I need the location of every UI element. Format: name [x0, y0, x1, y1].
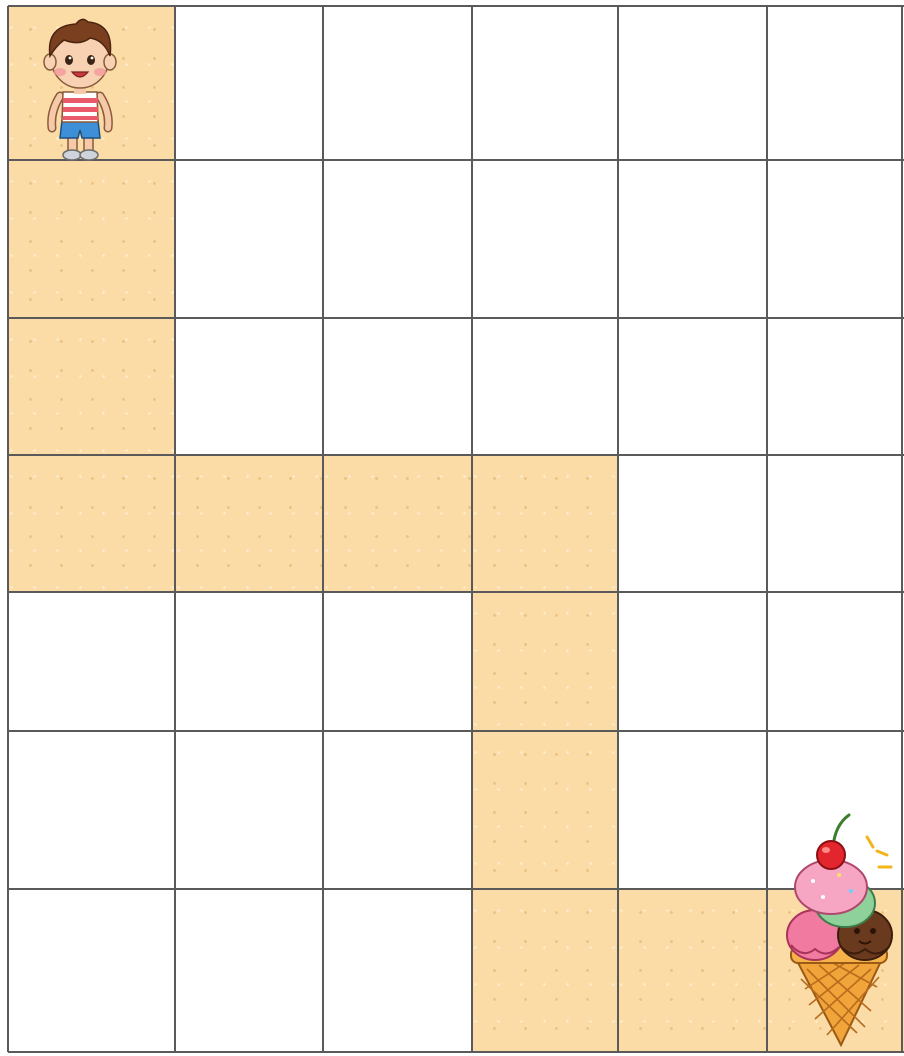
maze-cell[interactable]: [323, 318, 472, 455]
grid-line-vertical: [7, 6, 9, 1052]
maze-cell[interactable]: [175, 731, 323, 889]
maze-path-cell[interactable]: [472, 889, 618, 1052]
grid-line-vertical: [766, 6, 768, 1052]
maze-cell[interactable]: [175, 318, 323, 455]
maze-cell[interactable]: [175, 160, 323, 318]
maze-path-cell[interactable]: [175, 455, 323, 592]
grid-line-horizontal: [8, 454, 904, 456]
maze-path-cell[interactable]: [472, 592, 618, 731]
maze-cell[interactable]: [323, 160, 472, 318]
maze-path-cell[interactable]: [472, 731, 618, 889]
grid-line-vertical: [322, 6, 324, 1052]
maze-cell[interactable]: [323, 731, 472, 889]
maze-cell[interactable]: [618, 592, 767, 731]
maze-cell[interactable]: [323, 889, 472, 1052]
maze-cell[interactable]: [472, 160, 618, 318]
maze-cell[interactable]: [8, 592, 175, 731]
grid-line-vertical: [617, 6, 619, 1052]
maze-cell[interactable]: [175, 592, 323, 731]
grid-line-vertical: [471, 6, 473, 1052]
grid-line-horizontal: [8, 730, 904, 732]
maze-path-cell[interactable]: [618, 889, 767, 1052]
maze-cell[interactable]: [8, 889, 175, 1052]
maze-cell[interactable]: [767, 160, 904, 318]
maze-path-cell[interactable]: [8, 160, 175, 318]
maze-cell[interactable]: [618, 455, 767, 592]
grid-line-horizontal: [8, 317, 904, 319]
maze-cell[interactable]: [8, 731, 175, 889]
maze-cell[interactable]: [472, 318, 618, 455]
maze-cell[interactable]: [618, 318, 767, 455]
grid-line-horizontal: [8, 5, 904, 7]
grid-line-horizontal: [8, 1051, 904, 1053]
maze-cell[interactable]: [323, 592, 472, 731]
ice-cream-cone-icon[interactable]: [779, 807, 904, 1052]
maze-cell[interactable]: [767, 318, 904, 455]
maze-path-cell[interactable]: [472, 455, 618, 592]
maze-cell[interactable]: [767, 6, 904, 160]
maze-cell[interactable]: [618, 160, 767, 318]
maze-cell[interactable]: [618, 731, 767, 889]
maze-path-cell[interactable]: [8, 318, 175, 455]
grid-line-horizontal: [8, 159, 904, 161]
maze-cell[interactable]: [767, 592, 904, 731]
maze-path-cell[interactable]: [323, 455, 472, 592]
boy-character-icon[interactable]: [30, 12, 130, 162]
grid-line-vertical: [174, 6, 176, 1052]
maze-path-cell[interactable]: [8, 455, 175, 592]
grid-line-horizontal: [8, 888, 904, 890]
maze-cell[interactable]: [175, 889, 323, 1052]
maze-cell[interactable]: [618, 6, 767, 160]
maze-cell[interactable]: [472, 6, 618, 160]
maze-cell[interactable]: [175, 6, 323, 160]
grid-line-horizontal: [8, 591, 904, 593]
maze-cell[interactable]: [323, 6, 472, 160]
maze-cell[interactable]: [767, 455, 904, 592]
